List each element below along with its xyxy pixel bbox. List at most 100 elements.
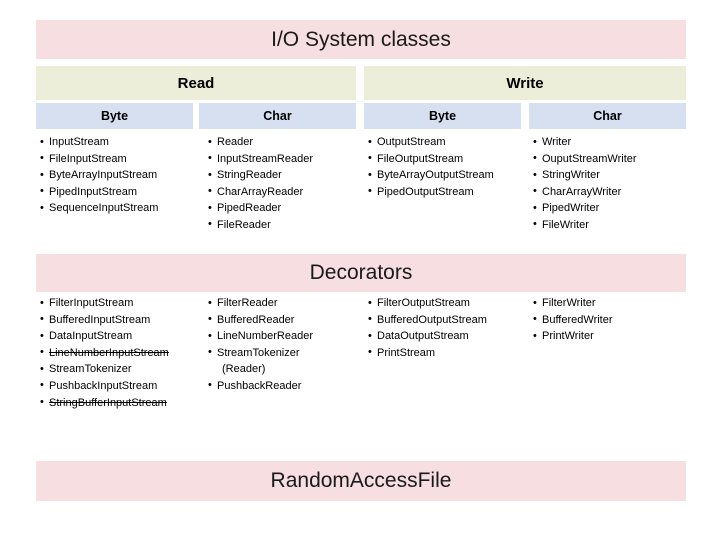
- class-list: •FilterWriter•BufferedWriter•PrintWriter: [533, 295, 693, 345]
- class-list-item: •PrintWriter: [533, 328, 693, 345]
- class-list-item: •StreamTokenizer: [40, 361, 210, 378]
- bullet-icon: •: [368, 313, 372, 326]
- bullet-icon: •: [208, 201, 212, 214]
- class-list: •FilterReader•BufferedReader•LineNumberR…: [208, 295, 373, 395]
- bullet-icon: •: [533, 218, 537, 231]
- group-header-read-label: Read: [177, 74, 215, 92]
- bullet-icon: •: [533, 135, 537, 148]
- class-list-item: • FileInputStream: [40, 151, 200, 168]
- bullet-icon: •: [368, 152, 372, 165]
- class-list-item: • PrintStream: [368, 345, 536, 362]
- bullet-icon: •: [40, 135, 44, 148]
- bullet-icon: •: [40, 379, 44, 392]
- class-name-label: StringReader: [217, 169, 282, 182]
- bullet-icon: •: [208, 313, 212, 326]
- bullet-icon: •: [368, 346, 372, 359]
- class-name-label: FileInputStream: [49, 152, 127, 165]
- class-name-label: PipedWriter: [542, 202, 600, 215]
- class-list-item: • StringReader: [208, 167, 368, 184]
- class-list-item: •CharArrayReader: [208, 184, 368, 201]
- class-list-item: •ByteArrayOutputStream: [368, 167, 536, 184]
- class-list-item: • FilterOutputStream: [368, 295, 536, 312]
- bullet-icon: •: [368, 185, 372, 198]
- class-list-item: •PipedReader: [208, 200, 368, 217]
- class-name-label: InputStream: [49, 136, 109, 148]
- class-name-label: StreamTokenizer: [49, 363, 132, 376]
- class-list-item: •PipedInputStream: [40, 184, 200, 201]
- class-list-write-char: •Writer•OuputStreamWriter•StringWriter•C…: [533, 134, 693, 234]
- class-name-label: BufferedOutputStream: [377, 313, 487, 326]
- class-list-item: •BufferedReader: [208, 312, 373, 329]
- group-header-write: Write: [364, 66, 686, 100]
- class-name-label: FilterOutputStream: [377, 297, 470, 309]
- class-list-item: •StringWriter: [533, 167, 693, 184]
- bullet-icon: •: [208, 168, 212, 181]
- subheader-read-byte: Byte: [36, 103, 193, 129]
- bullet-icon: •: [368, 296, 372, 309]
- class-list-item: •BufferedInputStream: [40, 312, 210, 329]
- group-header-write-label: Write: [506, 74, 544, 92]
- bullet-icon: •: [533, 152, 537, 165]
- class-list: •Writer•OuputStreamWriter•StringWriter•C…: [533, 134, 693, 234]
- bullet-icon: •: [533, 168, 537, 181]
- class-name-label: FileWriter: [542, 218, 589, 231]
- class-name-label: Writer: [542, 136, 572, 148]
- class-list-item: •Reader: [208, 134, 368, 151]
- class-list: •Reader•InputStreamReader•StringReader•C…: [208, 134, 368, 234]
- class-list-item: •OuputStreamWriter: [533, 151, 693, 168]
- class-list-item: • DataOutputStream: [368, 328, 536, 345]
- bullet-icon: •: [40, 313, 44, 326]
- class-name-label: BufferedWriter: [542, 313, 613, 326]
- class-list-write-byte: •OutputStream•FileOutputStream•ByteArray…: [368, 134, 536, 200]
- bullet-icon: •: [40, 329, 44, 342]
- class-list-item: • BufferedOutputStream: [368, 312, 536, 329]
- bullet-icon: •: [368, 135, 372, 148]
- class-list-item: •FileReader: [208, 217, 368, 234]
- class-name-label: (Reader): [222, 363, 266, 376]
- slide-title-text: I/O System classes: [271, 27, 451, 51]
- class-list-item: • SequenceInputStream: [40, 200, 200, 217]
- class-list-item: •StreamTokenizer: [208, 345, 373, 362]
- subheader-read-char-label: Char: [263, 109, 292, 123]
- slide-title-banner: I/O System classes: [36, 20, 686, 59]
- bullet-icon: •: [208, 346, 212, 359]
- bullet-icon: •: [208, 152, 212, 165]
- class-name-label: LineNumberReader: [217, 330, 313, 343]
- class-list-item: • FilterInputStream: [40, 295, 210, 312]
- class-list-item: •LineNumberInputStream: [40, 345, 210, 362]
- class-name-label: CharArrayWriter: [542, 185, 622, 198]
- bullet-icon: •: [208, 135, 212, 148]
- decorator-list-read-char: •FilterReader•BufferedReader•LineNumberR…: [208, 295, 373, 395]
- class-list-item: •PipedOutputStream: [368, 184, 536, 201]
- class-name-label: PrintStream: [377, 346, 436, 359]
- class-list-item: •FilterWriter: [533, 295, 693, 312]
- bullet-icon: •: [40, 185, 44, 198]
- class-list-item: • InputStream: [40, 134, 200, 151]
- bullet-icon: •: [368, 329, 372, 342]
- class-name-label: PushbackInputStream: [49, 379, 158, 392]
- class-list-item: • FileWriter: [533, 217, 693, 234]
- class-name-label: DataOutputStream: [377, 330, 469, 343]
- class-name-label: PrintWriter: [542, 330, 594, 343]
- bullet-icon: •: [40, 168, 44, 181]
- bullet-icon: •: [208, 296, 212, 309]
- bullet-icon: •: [40, 396, 44, 409]
- class-name-label: FilterInputStream: [49, 297, 134, 309]
- class-name-label: DataInputStream: [49, 330, 133, 343]
- bullet-icon: •: [208, 379, 212, 392]
- class-list-item: • DataInputStream: [40, 328, 210, 345]
- bullet-icon: •: [533, 201, 537, 214]
- class-list-read-byte: •InputStream•FileInputStream•ByteArrayIn…: [40, 134, 200, 217]
- bullet-icon: •: [40, 201, 44, 214]
- bullet-icon: •: [40, 152, 44, 165]
- class-list-item: • LineNumberReader: [208, 328, 373, 345]
- class-list-item: • Writer: [533, 134, 693, 151]
- class-list-item: • PipedWriter: [533, 200, 693, 217]
- class-list-item: •BufferedWriter: [533, 312, 693, 329]
- bullet-icon: •: [368, 168, 372, 181]
- decorators-title-text: Decorators: [309, 261, 413, 284]
- subheader-read-byte-label: Byte: [100, 109, 129, 123]
- class-list: •FilterInputStream•BufferedInputStream•D…: [40, 295, 210, 411]
- class-list-read-char: •Reader•InputStreamReader•StringReader•C…: [208, 134, 368, 234]
- class-name-label: SequenceInputStream: [49, 202, 159, 215]
